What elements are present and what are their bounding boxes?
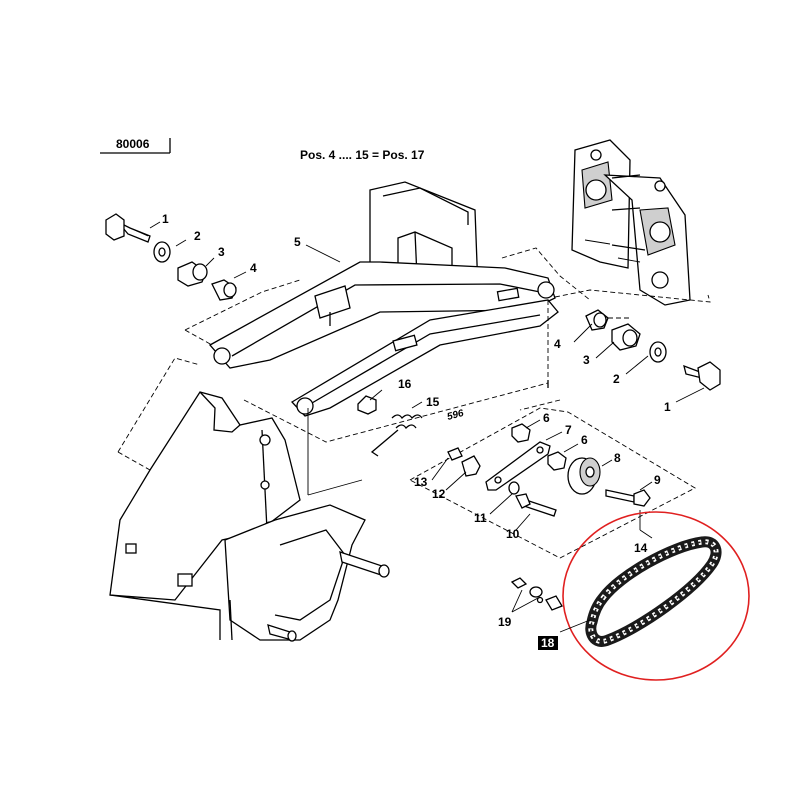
reference-code: 80006	[116, 137, 150, 151]
label-4-right: 4	[554, 337, 561, 351]
position-note: Pos. 4 .... 15 = Pos. 17	[300, 148, 425, 162]
label-6-top: 6	[543, 411, 550, 425]
swing-arm	[208, 181, 559, 417]
label-4-left: 4	[250, 261, 257, 275]
fasteners-left	[105, 213, 247, 301]
label-2-left: 2	[194, 229, 201, 243]
bracket-assembly	[571, 139, 691, 306]
assembly-guide-lines	[117, 247, 711, 559]
label-11: 11	[474, 511, 487, 525]
stamp-596: 596	[446, 408, 465, 423]
leader-18	[559, 619, 591, 633]
spring-assembly	[357, 389, 423, 457]
leader-5	[305, 244, 341, 263]
label-1-left: 1	[162, 212, 169, 226]
label-18-box	[538, 636, 558, 650]
frame-housing	[109, 391, 390, 642]
label-13: 13	[414, 475, 428, 489]
label-10: 10	[506, 527, 520, 541]
label-12: 12	[432, 487, 446, 501]
label-5: 5	[294, 235, 301, 249]
reference-code-box: 80006	[100, 137, 171, 154]
label-16: 16	[398, 377, 412, 391]
label-2-right: 2	[613, 372, 620, 386]
highlight-circle	[562, 511, 750, 681]
label-15: 15	[426, 395, 440, 409]
label-9: 9	[654, 473, 661, 487]
label-14: 14	[634, 541, 648, 555]
drive-chain	[585, 510, 722, 647]
label-6-mid: 6	[581, 433, 588, 447]
label-8: 8	[614, 451, 621, 465]
label-18: 18	[541, 636, 555, 650]
label-19: 19	[498, 615, 512, 629]
label-3-left: 3	[218, 245, 225, 259]
label-1-right: 1	[664, 400, 671, 414]
label-3-right: 3	[583, 353, 590, 367]
connecting-link	[510, 577, 563, 613]
label-7: 7	[565, 423, 572, 437]
fasteners-right	[573, 309, 721, 403]
tensioner-assembly	[431, 419, 653, 531]
